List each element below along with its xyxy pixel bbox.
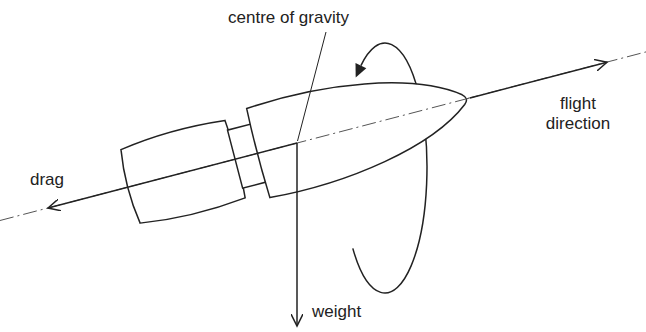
force-label: weight [312,302,361,322]
direction-label: flight direction [536,94,620,134]
part-label: centre of gravity [228,8,349,28]
axis-line [0,52,646,221]
leader-line [298,32,327,141]
flight-arrow [470,62,607,98]
weight-arrow [296,143,298,326]
force-label: drag [30,170,64,190]
spin-arrowhead [356,63,367,77]
drag-arrow [48,143,297,208]
